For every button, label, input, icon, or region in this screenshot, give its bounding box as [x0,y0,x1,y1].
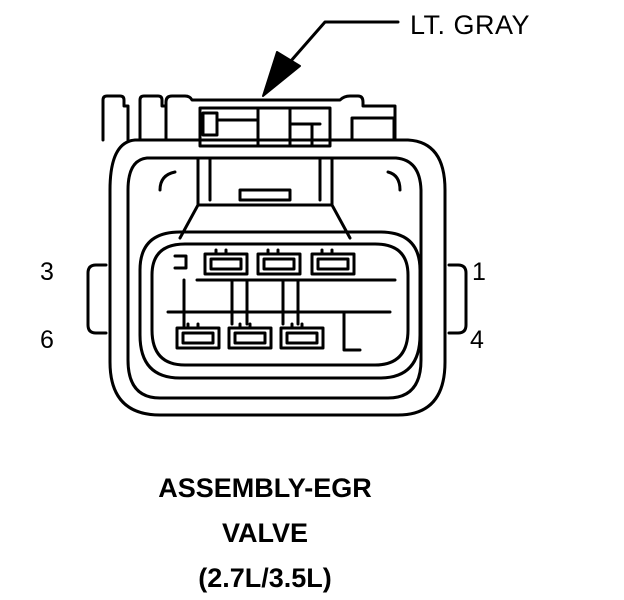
terminal-4 [279,322,325,350]
connector-shell [86,138,468,417]
diagram-title-line-1: ASSEMBLY-EGR [158,473,372,503]
terminal-1 [310,248,356,276]
callout-leader [262,20,400,97]
latch-tower [158,156,402,240]
terminal-3 [203,248,249,276]
terminal-5 [227,322,273,350]
top-latch [101,94,397,148]
pin-label-6: 6 [40,326,54,354]
pin-label-1: 1 [472,258,486,286]
terminal-row-bottom [175,322,325,350]
color-callout-label: LT. GRAY [410,10,531,40]
pin-label-3: 3 [40,258,54,286]
terminal-6 [175,322,221,350]
diagram-title-line-2: VALVE [221,518,308,548]
terminal-row-top [203,248,356,276]
terminal-2 [256,248,302,276]
terminal-cavity [138,230,422,380]
pin-label-4: 4 [470,326,484,354]
diagram-title-line-3: (2.7L/3.5L) [198,563,332,593]
